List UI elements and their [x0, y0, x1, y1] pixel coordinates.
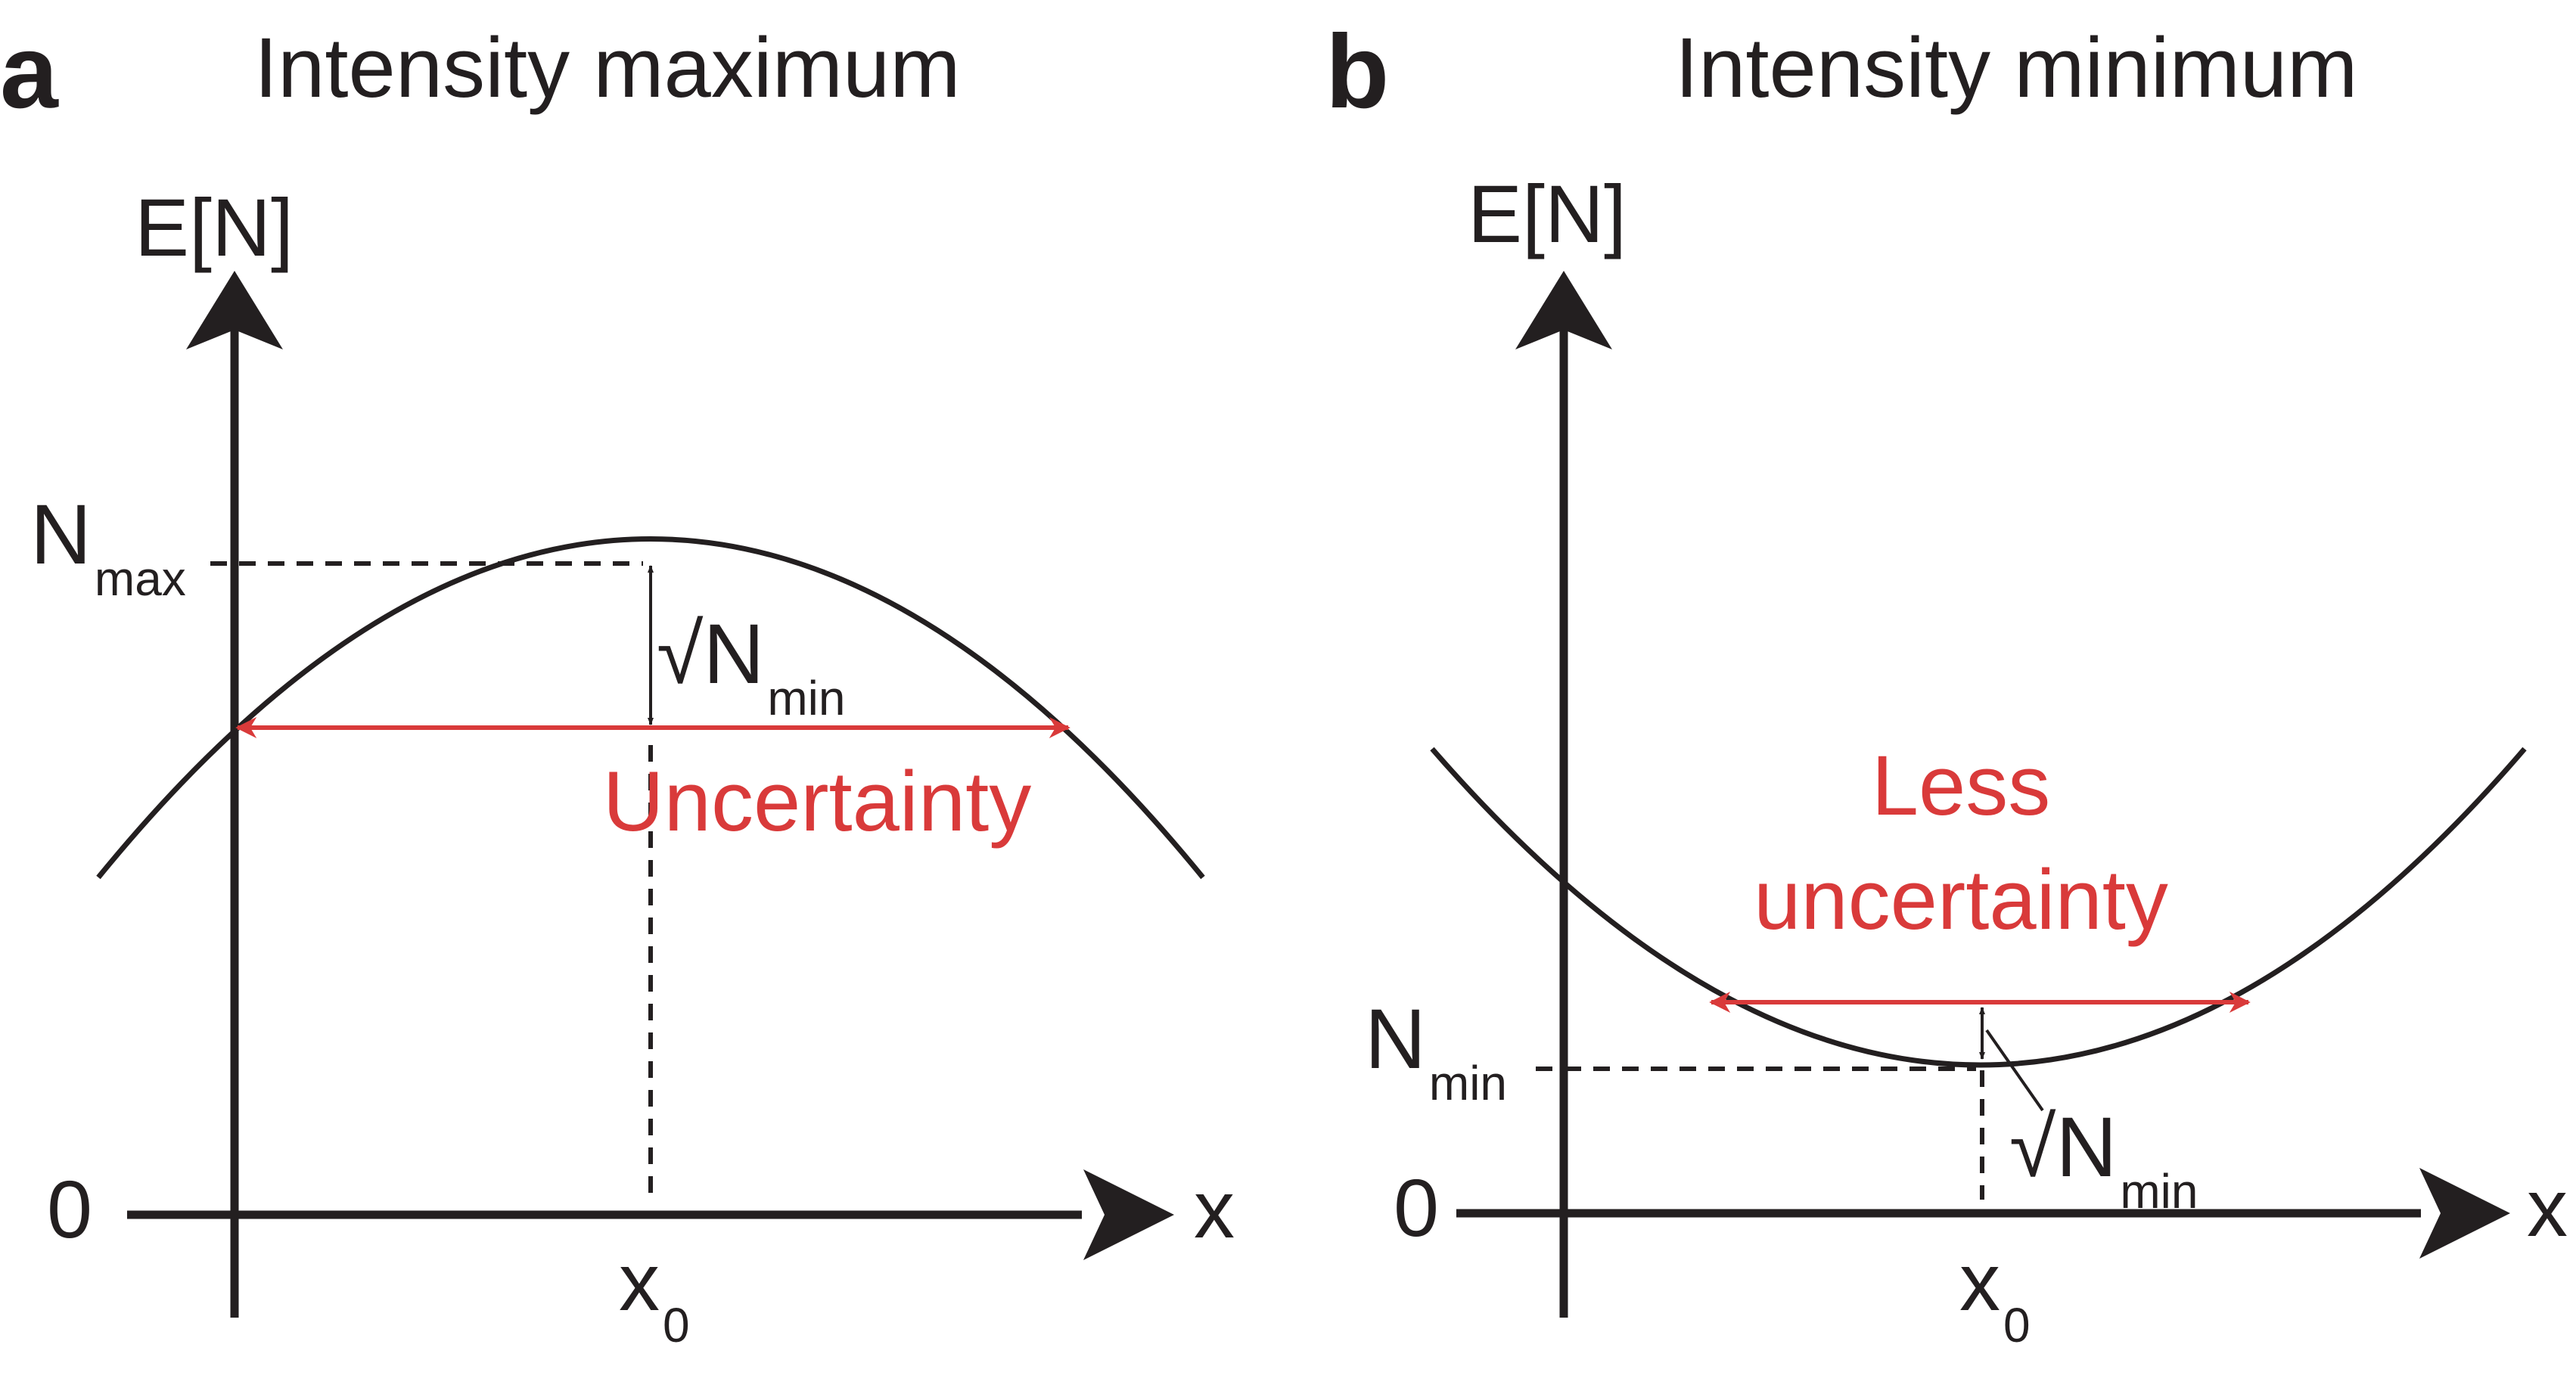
- panel-a-curve: [96, 536, 1205, 880]
- panel-b-title: Intensity minimum: [1675, 20, 2357, 115]
- panel-a-sqrt-label: √Nmin: [657, 607, 845, 725]
- panel-b-letter: b: [1325, 14, 1389, 130]
- panel-b-x-label: x: [2527, 1162, 2568, 1253]
- panel-b-sqrt-label: √Nmin: [2009, 1100, 2198, 1219]
- panel-b-x0-label: x0: [1959, 1236, 2031, 1352]
- panel-b-level-label: Nmin: [1365, 992, 1507, 1110]
- panel-b-y-label: E[N]: [1468, 168, 1627, 259]
- panel-a: a Intensity maximum E[N] x 0 Nmax √Nmin …: [0, 14, 1235, 1352]
- panel-b-curve: [1430, 747, 2527, 1068]
- panel-b: b Intensity minimum E[N] x 0 Nmin √Nmin …: [1325, 14, 2568, 1352]
- panel-b-uncertainty-label-line-1: Less: [1872, 738, 2051, 833]
- panel-a-origin-label: 0: [47, 1163, 92, 1255]
- panel-a-y-arrowhead: [186, 271, 283, 349]
- panel-a-letter: a: [0, 14, 59, 130]
- panel-a-x0-label: x0: [619, 1236, 690, 1352]
- panel-b-y-arrowhead: [1515, 271, 1612, 349]
- panel-b-sqrt-leader: [1985, 1029, 2044, 1112]
- panel-a-y-label: E[N]: [135, 182, 294, 273]
- panel-b-uncertainty-label-line-2: uncertainty: [1754, 852, 2168, 947]
- panel-a-level-label: Nmax: [30, 487, 186, 606]
- panel-b-origin-label: 0: [1394, 1162, 1439, 1253]
- panel-a-uncertainty-label: Uncertainty: [603, 754, 1031, 849]
- panel-a-x-label: x: [1194, 1163, 1235, 1255]
- panel-a-title: Intensity maximum: [254, 20, 961, 115]
- panel-b-x-arrowhead: [2419, 1168, 2510, 1259]
- panel-a-x-arrowhead: [1083, 1169, 1174, 1260]
